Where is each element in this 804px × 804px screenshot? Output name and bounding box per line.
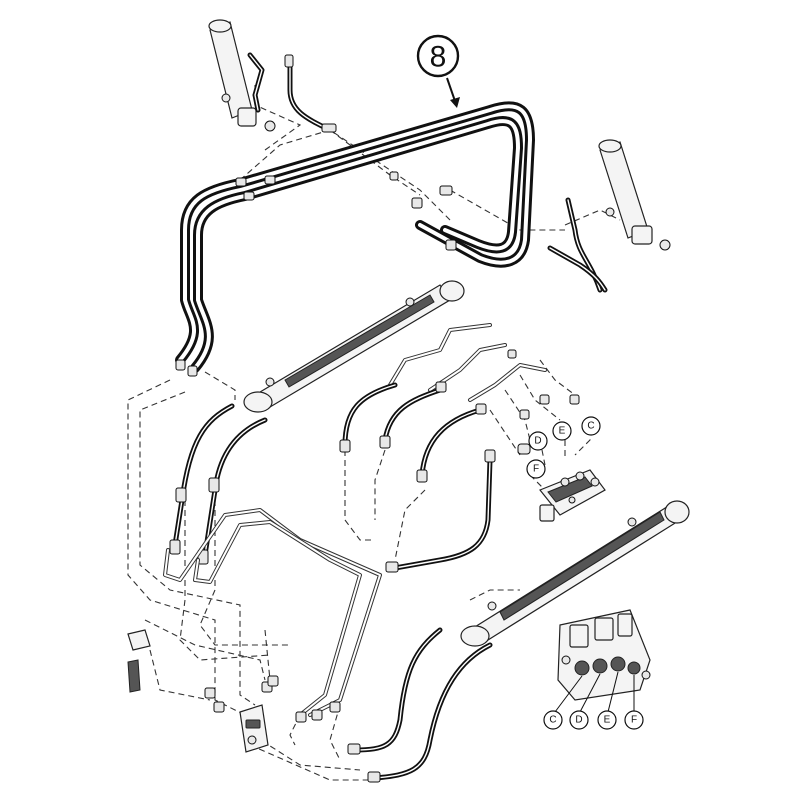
loop-end-fittings [175,171,457,377]
valve-bottom-labels: C D E F [543,710,644,730]
lower-left-valve-block[interactable] [204,675,341,753]
reference-callout-8[interactable]: 8 [416,34,460,108]
left-descending-hoses[interactable] [169,403,268,565]
lower-right-hoses[interactable] [347,627,493,783]
control-valve-detail[interactable] [554,609,651,713]
label-top-e: E [559,426,566,437]
lower-right-boom-cylinder[interactable] [460,500,690,647]
callout-arrowhead [450,97,460,108]
top-left-lift-cylinder[interactable] [208,19,276,132]
valve-top-labels: D E C F [526,416,601,479]
top-right-lift-cylinder[interactable] [547,139,671,293]
left-fittings [127,629,151,693]
label-bottom-e: E [604,715,611,726]
label-bottom-c: C [549,715,556,726]
top-left-hoses[interactable] [284,54,337,133]
upper-steel-tubes[interactable] [388,323,547,402]
label-top-d: D [534,436,541,447]
middle-boom-cylinder[interactable] [243,280,465,413]
callout-ring [416,34,460,78]
label-bottom-d: D [575,715,582,726]
callout-number: 8 [430,41,447,74]
valve-fittings [507,349,580,455]
label-top-c: C [587,421,594,432]
lower-steel-tubes[interactable] [163,508,382,717]
control-valve-upper[interactable] [539,469,606,522]
label-bottom-f: F [631,715,637,726]
main-loop-hose[interactable] [175,101,535,373]
valve-feed-hoses[interactable] [339,381,487,483]
valve-return-hose[interactable] [385,449,496,573]
label-top-f: F [533,464,539,475]
